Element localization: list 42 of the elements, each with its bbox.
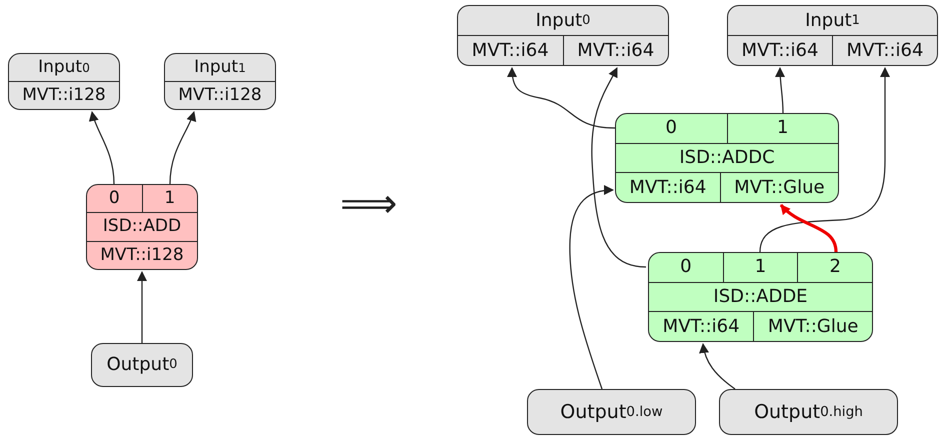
field-label: 1 <box>722 253 798 282</box>
record-node <box>527 389 696 435</box>
field-label: MVT::i128 <box>177 84 263 107</box>
field-label: 1 <box>726 114 838 143</box>
record-node <box>719 389 898 435</box>
field-label: MVT::i64 <box>628 176 708 200</box>
field-label: ISD::ADD <box>102 215 182 238</box>
arrow <box>759 67 890 252</box>
field-label: ISD::ADDE <box>712 285 809 309</box>
arrow <box>591 67 646 268</box>
arrow <box>89 111 115 184</box>
field-label: MVT::Glue <box>753 312 872 341</box>
field-label: MVT::i128 <box>99 244 185 267</box>
arrow <box>699 343 736 390</box>
field-label: MVT::Glue <box>720 173 838 202</box>
field-label: MVT::i64 <box>562 36 668 65</box>
arrow <box>775 67 786 113</box>
record-node <box>8 53 120 110</box>
record-node <box>91 343 193 387</box>
record-node <box>727 5 938 66</box>
arrow <box>569 185 614 390</box>
field-label: 0 <box>679 255 693 280</box>
record-node <box>457 5 669 66</box>
record-node <box>86 184 198 270</box>
field-label: ISD::ADDC <box>678 146 776 170</box>
field-label: MVT::i64 <box>662 314 741 339</box>
arrow <box>169 111 196 184</box>
field-label: MVT::i64 <box>470 38 550 62</box>
field-label: 0 <box>108 187 121 210</box>
record-node <box>615 113 839 203</box>
record-node <box>648 252 873 342</box>
implies-arrow: ⟹ <box>340 184 398 224</box>
field-label: MVT::i128 <box>21 84 107 107</box>
field-label: 0 <box>664 116 678 140</box>
field-label: 1 <box>142 185 197 212</box>
field-label: 2 <box>797 253 872 282</box>
arrow <box>507 67 616 129</box>
arrow <box>780 204 838 252</box>
record-node <box>164 53 276 110</box>
field-label: MVT::i64 <box>740 38 820 62</box>
field-label: MVT::i64 <box>832 36 937 65</box>
arrow <box>137 271 147 343</box>
